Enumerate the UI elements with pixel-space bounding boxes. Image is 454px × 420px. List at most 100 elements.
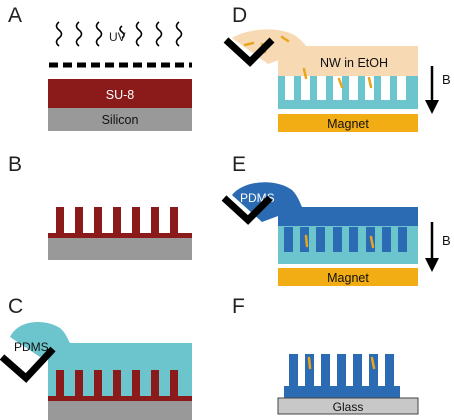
pdms-pillar [300,227,309,252]
su8-pillar [151,370,159,396]
uv-wave [119,25,125,39]
panel-f-letter: F [232,295,245,318]
nanowire [280,35,290,43]
su8-pillar [56,207,64,233]
silicon-label: Silicon [102,113,139,127]
field-label: B [442,233,451,248]
pdms-mold-e [278,226,418,264]
uv-wave [135,21,143,47]
pdms-pillar [305,354,314,388]
uv-wave [55,21,63,47]
mold-base [278,226,418,264]
nanowire [367,76,373,89]
pdms-pillar [382,227,391,252]
uv-waves [55,21,183,47]
field-label: B [442,72,451,87]
su8-layer [48,79,192,108]
panel-d-letter: D [232,4,247,27]
pdms-cured-layer [278,207,418,228]
su8-label: SU-8 [106,88,135,102]
su8-base [48,396,192,401]
silicon-wafer [48,108,192,131]
uv-wave [75,21,83,47]
pdms-pillar [398,227,407,252]
panel-a-letter: A [8,4,22,27]
nanowire [304,234,309,248]
mold-pillar [358,76,365,100]
magnetic-field-arrow [425,66,439,114]
su8-pillar [75,207,83,233]
glass-label: Glass [333,400,364,414]
nanowire [302,67,308,80]
panel-f: F Glass [232,295,419,415]
uv-wave [155,21,163,47]
su8-pillar [132,370,140,396]
magnet-block [278,268,418,286]
panel-e-letter: E [232,153,246,176]
pouring-cup-icon [223,37,275,67]
silicon-wafer [48,238,192,260]
nanowire [337,77,344,89]
pdms-label: PDMS [14,340,49,354]
pdms-pillar [385,354,394,388]
su8-pillar [132,207,140,233]
su8-pillar [113,370,121,396]
su8-pillar [170,207,178,233]
nanowires-e [304,234,375,249]
pdms-pillar [353,354,362,388]
su8-base [48,233,192,238]
uv-wave [95,21,103,47]
panel-b-letter: B [8,153,22,176]
su8-pillar [75,370,83,396]
su8-pillars [56,370,178,396]
pdms-pillar [337,354,346,388]
magnet-label: Magnet [327,271,369,285]
nanowire [243,41,255,47]
su8-pillar [151,207,159,233]
mold-pillar [294,76,301,100]
panel-c: C PDMS [0,295,192,420]
pouring-cup-icon [221,195,273,225]
pdms-pillar [316,227,325,252]
mold-pillar [342,76,349,100]
pdms-pillar [321,354,330,388]
magnet-label: Magnet [327,117,369,131]
pdms-pillar [284,227,293,252]
pdms-pillar [369,354,378,388]
pdms-pillar [333,227,342,252]
nanowire [369,235,375,249]
pdms-pillar [349,227,358,252]
solution-label: NW in EtOH [320,56,388,70]
mold-pillar [326,76,333,100]
pdms-pillar-array [284,354,400,398]
panel-c-letter: C [8,295,23,318]
panel-d: D NW in EtOH Magnet [223,4,451,132]
pdms-base [284,386,400,398]
su8-pillar [170,370,178,396]
ethanol-solution-layer [278,46,418,76]
nanowire [307,356,312,370]
su8-pillar [56,370,64,396]
pdms-pillar [289,354,298,388]
mold-pillar [278,76,285,100]
uv-wave [175,21,183,47]
su8-pillar [94,370,102,396]
pdms-mold-d [278,76,418,109]
su8-pillar [113,207,121,233]
su8-pillars [56,207,178,233]
silicon-wafer [48,401,192,420]
mold-base [278,100,418,109]
panel-e: E PDMS Magnet B [221,153,451,286]
pouring-cup-icon [0,346,56,383]
su8-pillar [94,207,102,233]
uv-label: UV [109,30,126,44]
nanowire [370,356,376,370]
pdms-between-pillars [48,371,192,396]
mold-pillar [374,76,381,100]
panel-a: A UV SU-8 Silicon [8,4,192,131]
nanowires-f [307,356,376,370]
mold-pillar [390,76,397,100]
panel-b: B [8,153,192,260]
magnet-block [278,114,418,132]
